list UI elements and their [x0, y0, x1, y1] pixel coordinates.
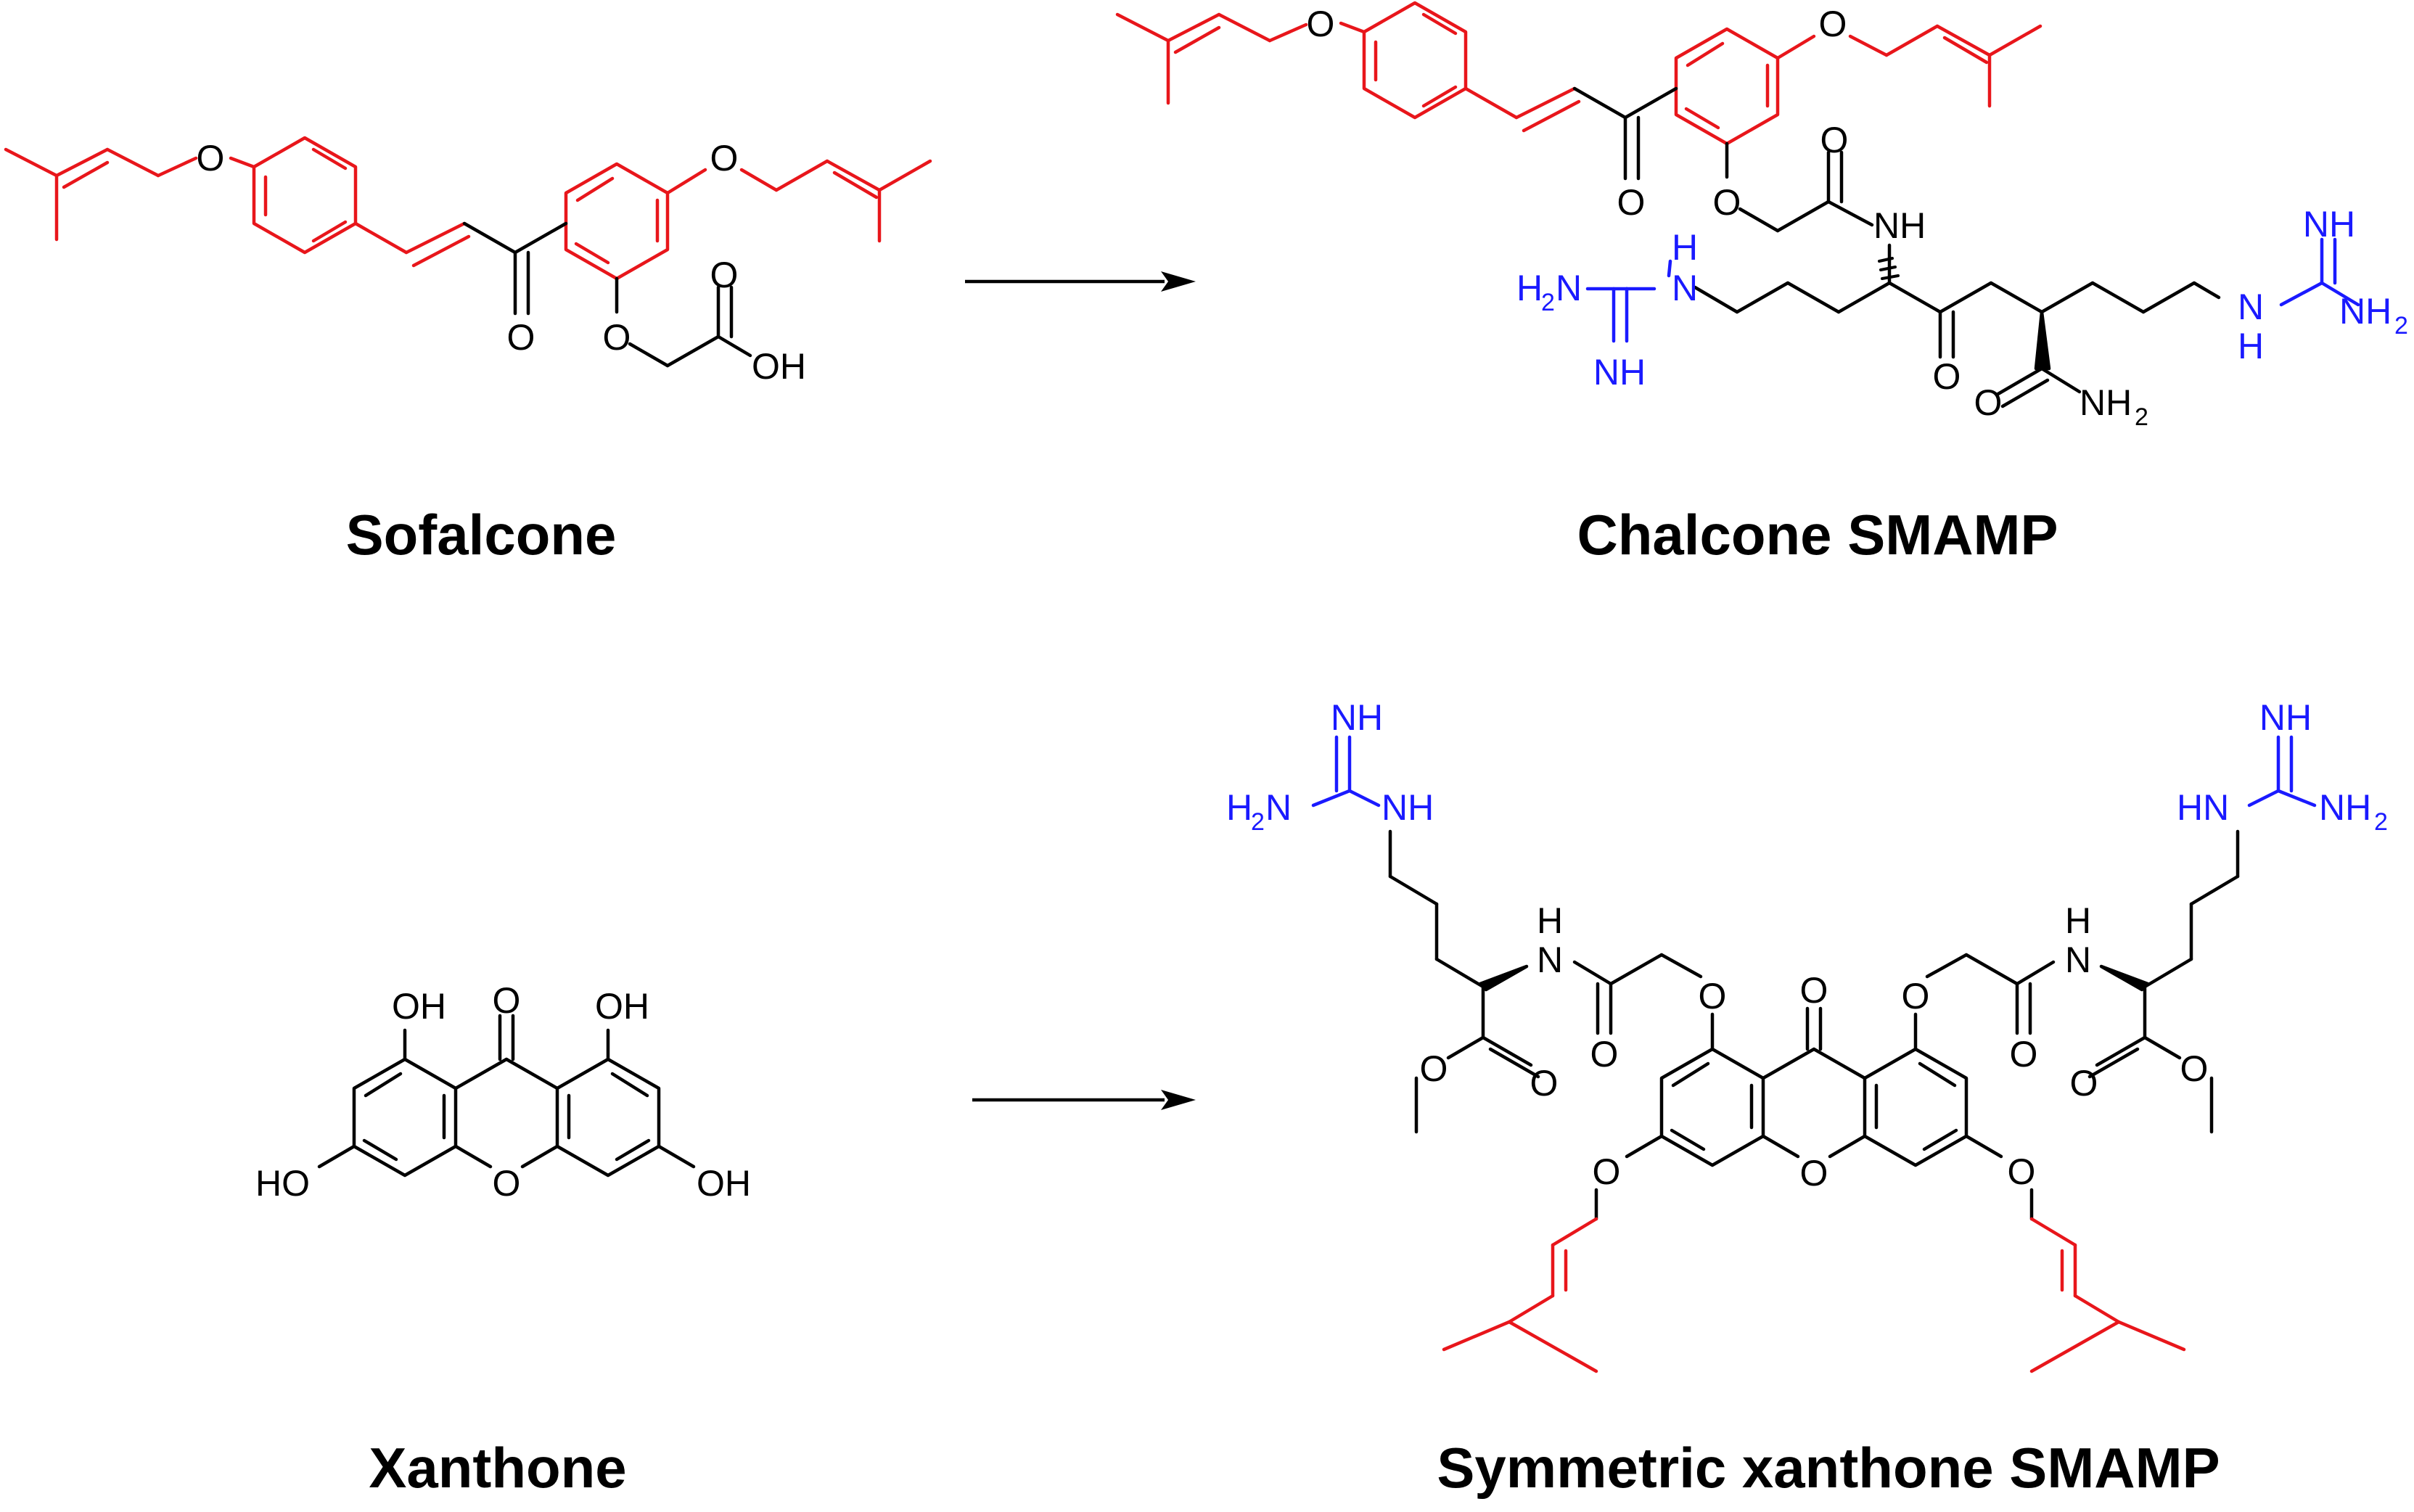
- svg-text:2: 2: [2135, 403, 2148, 431]
- xanthone-carbonyl-o: O: [493, 980, 521, 1021]
- xanthone-smamp-amide-o-left: O: [1590, 1034, 1619, 1075]
- xanthone-smamp-ester-o-left: O: [1530, 1063, 1559, 1104]
- xanthone-smamp-ester-o-right: O: [2070, 1063, 2098, 1104]
- xanthone-smamp-ester-ome-left: O: [1420, 1048, 1448, 1089]
- chalcone-guanidines: [1585, 237, 2360, 343]
- sofalcone-structure: O O O O O OH: [4, 136, 932, 387]
- svg-text:2: 2: [1251, 808, 1265, 836]
- chalcone-guanidine-nh2-right: NH 2: [2339, 291, 2408, 340]
- xanthone-smamp-amide-h-right: H: [2065, 900, 2091, 941]
- svg-text:2: 2: [2394, 312, 2408, 340]
- chalcone-guanidine-imine-left: NH: [1593, 352, 1646, 393]
- chalcone-carboxamide-nh2: NH 2: [2080, 382, 2148, 431]
- reaction-arrow-top: [965, 271, 1196, 292]
- xanthone-oh-3: HO: [255, 1163, 310, 1204]
- xanthone-smamp-ether-o-left: O: [1699, 976, 1727, 1016]
- title-xanthone-smamp: Symmetric xanthone SMAMP: [1437, 1436, 2220, 1500]
- sofalcone-acid-chain: [462, 221, 752, 368]
- xanthone-structure: O O OH OH HO OH: [255, 980, 751, 1204]
- xanthone-smamp-imine-left: NH: [1331, 697, 1383, 738]
- sofalcone-scaffold: [4, 136, 932, 281]
- chalcone-guanidine-h2n-left: H 2 N: [1516, 268, 1582, 316]
- chalcone-amide-nh: NH: [1873, 205, 1926, 246]
- xanthone-smamp-ether-o-right: O: [1902, 976, 1930, 1016]
- svg-text:2: 2: [2374, 808, 2388, 836]
- xanthone-smamp-amide-n-right: N: [2065, 940, 2091, 980]
- xanthone-smamp-structure: O O O O O O N H N H O O O O O O NH H 2 N…: [1226, 697, 2388, 1373]
- xanthone-oh-6: OH: [697, 1163, 751, 1204]
- svg-text:NH: NH: [2339, 291, 2392, 332]
- xanthone-core: [317, 1014, 696, 1178]
- chalcone-ketone-o2: O: [1933, 356, 1961, 397]
- svg-text:N: N: [1265, 787, 1292, 828]
- chalcone-smamp-structure: O O O O O NH O O NH 2 N H H 2 N NH N H N…: [1115, 1, 2408, 431]
- xanthone-smamp-ester-ome-right: O: [2180, 1048, 2209, 1089]
- xanthone-smamp-amide-n-left: N: [1537, 940, 1563, 980]
- title-chalcone-smamp: Chalcone SMAMP: [1577, 503, 2058, 567]
- sofalcone-acid-o: O: [710, 255, 739, 295]
- xanthone-smamp-prenyls: [1442, 1217, 2186, 1373]
- svg-text:NH: NH: [2080, 382, 2132, 423]
- chalcone-carboxamide-o: O: [1974, 382, 2003, 423]
- reaction-arrow-bottom: [972, 1090, 1196, 1110]
- sofalcone-acid-oh: OH: [752, 346, 806, 387]
- title-sofalcone: Sofalcone: [346, 503, 617, 567]
- title-xanthone: Xanthone: [369, 1436, 626, 1500]
- chalcone-guanidine-n-left: N: [1672, 268, 1698, 308]
- xanthone-smamp-h2n-left: H 2 N: [1226, 787, 1292, 836]
- chalcone-ether-o-left: O: [1307, 4, 1335, 44]
- xanthone-smamp-amide-h-left: H: [1537, 900, 1563, 941]
- chalcone-ketone-o: O: [1617, 182, 1646, 223]
- xanthone-smamp-nh-left: NH: [1382, 787, 1434, 828]
- chalcone-amide-o: O: [1820, 120, 1849, 160]
- xanthone-smamp-carbonyl-o: O: [1800, 970, 1828, 1011]
- svg-text:2: 2: [1541, 289, 1555, 316]
- sofalcone-ether-o-ortho: O: [603, 317, 631, 358]
- sofalcone-ketone-o: O: [507, 317, 535, 358]
- svg-text:N: N: [1556, 268, 1582, 308]
- chalcone-guanidine-n-right: N: [2238, 287, 2264, 327]
- xanthone-oh-1: OH: [392, 986, 446, 1027]
- xanthone-smamp-hn-right: HN: [2177, 787, 2229, 828]
- svg-text:NH: NH: [2319, 787, 2371, 828]
- xanthone-smamp-core: [1388, 829, 2240, 1221]
- xanthone-smamp-guanidines: [1311, 735, 2317, 808]
- xanthone-smamp-ring-o: O: [1800, 1153, 1828, 1193]
- chalcone-ether-o-right: O: [1819, 4, 1847, 44]
- xanthone-ring-o: O: [493, 1163, 521, 1204]
- chalcone-guanidine-imine-right: NH: [2303, 204, 2355, 245]
- xanthone-smamp-prenyl-o-left: O: [1593, 1151, 1621, 1192]
- sofalcone-ether-o-right: O: [710, 138, 739, 178]
- sofalcone-ether-o-left: O: [197, 138, 225, 178]
- xanthone-smamp-nh2-right: NH 2: [2319, 787, 2388, 836]
- xanthone-smamp-prenyl-o-right: O: [2008, 1151, 2036, 1192]
- chalcone-guanidine-h-left: H: [1672, 227, 1698, 268]
- chalcone-ether-o-ortho: O: [1713, 182, 1741, 223]
- xanthone-smamp-amide-o-right: O: [2010, 1034, 2038, 1075]
- svg-text:H: H: [1226, 787, 1252, 828]
- chalcone-guanidine-h-right: H: [2238, 326, 2264, 366]
- svg-text:H: H: [1516, 268, 1543, 308]
- chalcone-scaffold: [1115, 1, 2043, 146]
- xanthone-smamp-imine-right: NH: [2259, 697, 2312, 738]
- chalcone-linker: [1572, 86, 2221, 408]
- xanthone-oh-8: OH: [595, 986, 649, 1027]
